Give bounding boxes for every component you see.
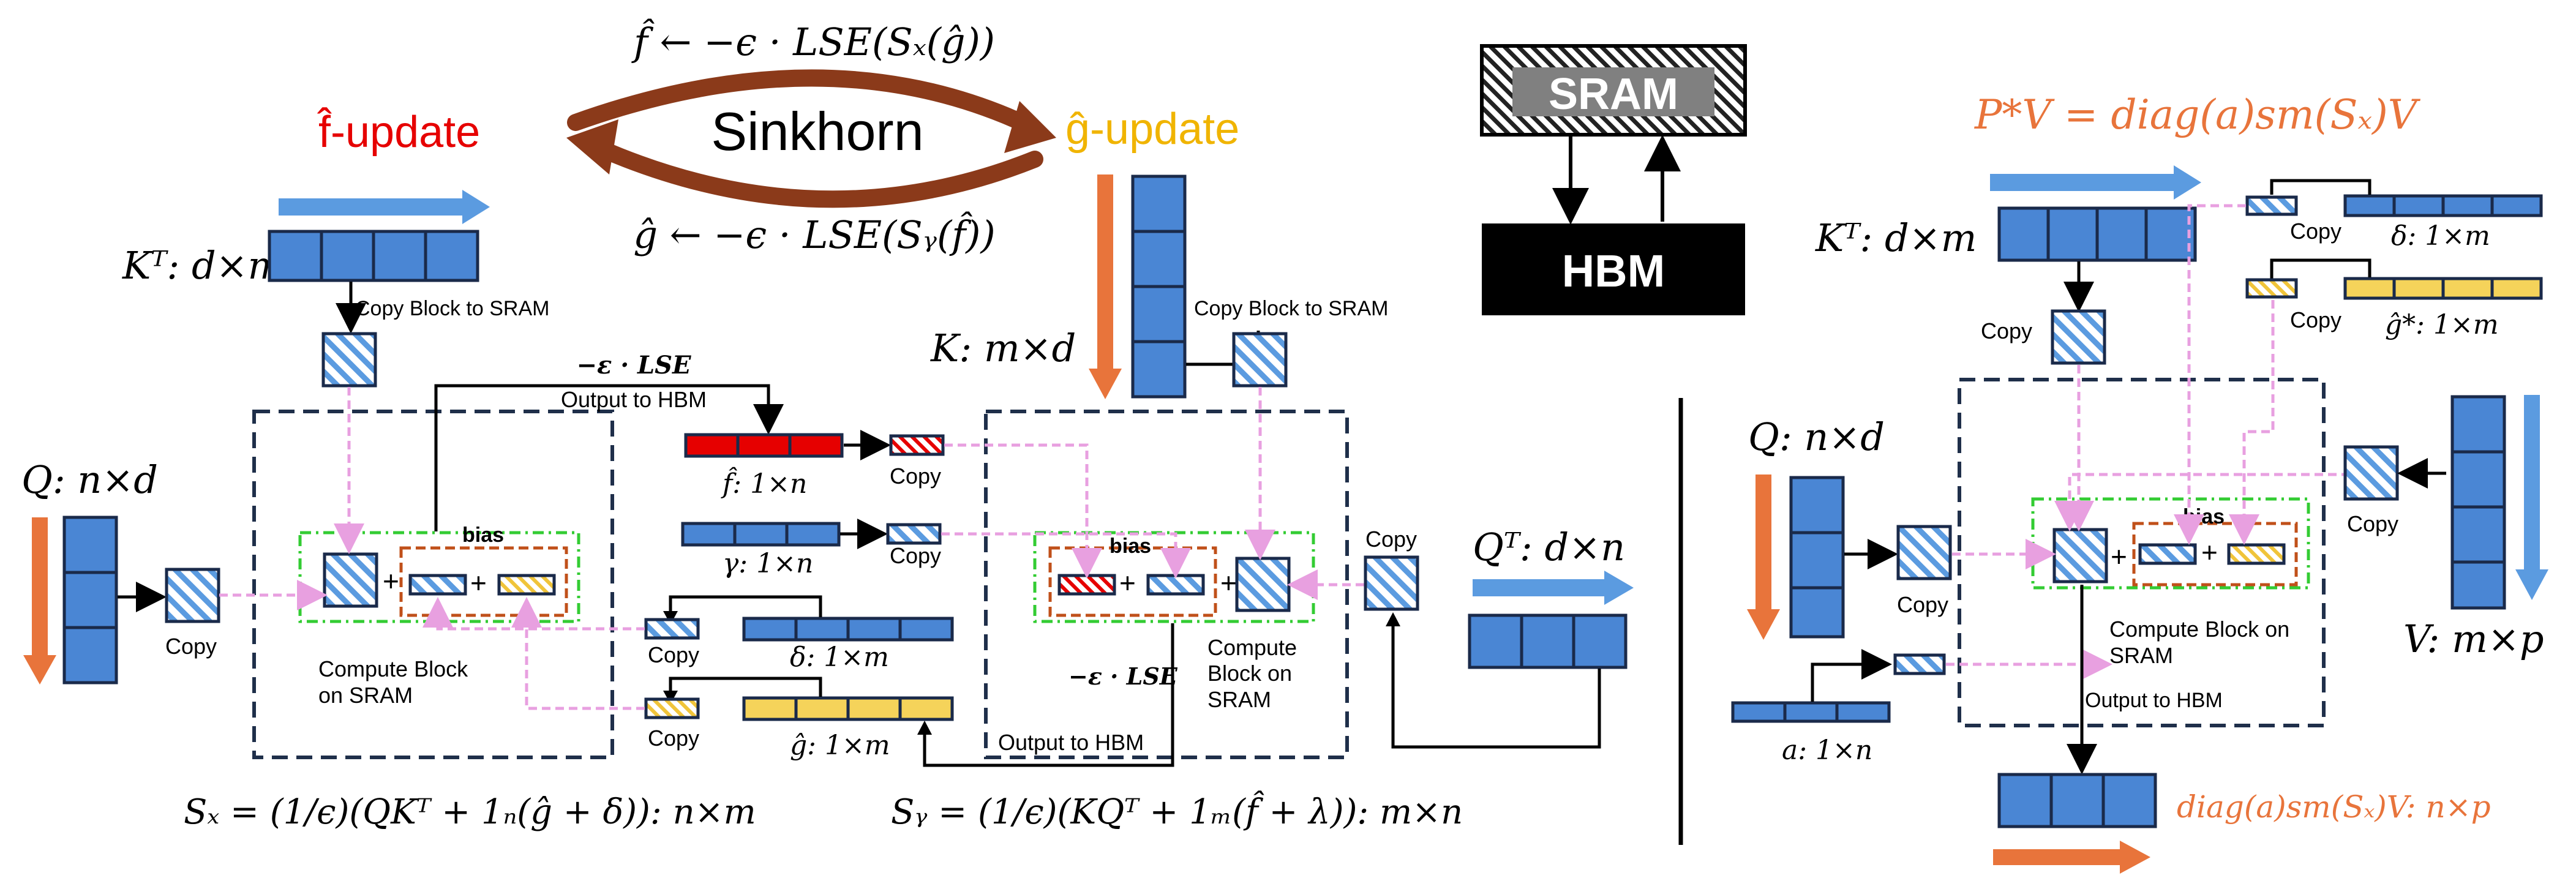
- copy-v-label: Copy: [2347, 511, 2398, 536]
- output-hbm-right: Output to HBM: [2085, 689, 2223, 712]
- qt-copy-block: [1364, 555, 1419, 611]
- g-vector: [742, 696, 954, 721]
- copy-block-label-1: Copy Block to SRAM: [355, 297, 549, 320]
- compute-label-2a: Compute: [1207, 635, 1297, 660]
- loop-arrow-bottom: [588, 138, 1043, 208]
- qt-matrix: [1468, 613, 1628, 669]
- copy-qt-label: Copy: [1365, 527, 1417, 552]
- k-copy-block-left: [1232, 332, 1288, 388]
- neg-lse-bottom: −ε · LSE: [1068, 662, 1178, 690]
- compute-label-1a: Compute Block: [318, 656, 468, 681]
- kt-matrix-right: [1997, 206, 2197, 262]
- right-panel: P*V = diag(a)sm(Sₓ)V Kᵀ: d×m Copy δ: 1×m…: [1731, 91, 2548, 874]
- loop-arrowhead-left: [566, 119, 618, 174]
- a-vector-label: a: 1×n: [1782, 735, 1872, 766]
- q-matrix-left: [62, 516, 118, 685]
- pv-title: P*V = diag(a)sm(Sₓ)V: [1974, 91, 2421, 138]
- svg-text:+: +: [1119, 567, 1136, 599]
- sram-label: SRAM: [1549, 70, 1678, 119]
- copy-gstar-label: Copy: [2290, 307, 2341, 332]
- result-matrix: [1997, 773, 2157, 828]
- qt-label: Qᵀ: d×n: [1473, 525, 1625, 569]
- loop-arrow-top: [567, 69, 1043, 137]
- copy-k-label-right: Copy: [1981, 318, 2032, 343]
- k-matrix-left: [1131, 174, 1187, 399]
- left-panel: Kᵀ: d×m Copy Block to SRAM Q: n×d Copy +…: [21, 174, 1634, 832]
- copy-g-label: Copy: [648, 726, 699, 751]
- a-vector: [1731, 701, 1891, 723]
- compute-label-2c: SRAM: [1207, 687, 1271, 712]
- copy-f-label: Copy: [890, 463, 941, 489]
- sram-region-1: [252, 410, 614, 759]
- copy-delta-label-left: Copy: [648, 642, 699, 667]
- compute-label-1b: on SRAM: [318, 683, 413, 708]
- sram-region-2: [984, 410, 1349, 759]
- compute-label-3b: SRAM: [2109, 643, 2173, 668]
- result-label: diag(a)sm(Sₓ)V: n×p: [2177, 789, 2491, 825]
- q-label-right: Q: n×d: [1748, 414, 1885, 459]
- output-hbm-top: Output to HBM: [561, 387, 707, 412]
- gamma-vector: [681, 522, 841, 547]
- sy-formula: Sᵧ = (1/ϵ)(KQᵀ + 1ₘ(f̂ + λ)): m×n: [891, 790, 1463, 832]
- f-vector-label: f̂: 1×n: [721, 466, 807, 500]
- q-copy-block-left: [165, 568, 220, 623]
- copy-block-label-2: Copy Block to SRAM: [1194, 297, 1388, 320]
- kt-label-right: Kᵀ: d×m: [1815, 216, 1977, 260]
- sinkhorn-loop: f̂ ← −ϵ · LSE(Sₓ(ĝ)) Sinkhorn f̂-update …: [317, 19, 1239, 257]
- output-hbm-bottom: Output to HBM: [998, 730, 1144, 755]
- bias-region-1: [399, 546, 568, 617]
- copy-delta-label-right: Copy: [2290, 219, 2341, 244]
- gstar-vector: [2343, 277, 2543, 300]
- v-label: V: m×p: [2403, 617, 2544, 661]
- bias-region-3: [2132, 522, 2298, 587]
- svg-text:+: +: [2111, 541, 2127, 572]
- delta-vector-left: [742, 617, 954, 642]
- loop-arrowhead-right: [1004, 101, 1056, 153]
- compute-region-2: [1033, 531, 1315, 623]
- q-label-left: Q: n×d: [21, 457, 158, 502]
- sinkhorn-title: Sinkhorn: [711, 101, 923, 162]
- g-update-equation: ĝ ← −ϵ · LSE(Sᵧ(f̂)): [633, 212, 995, 257]
- copy-gamma-label: Copy: [890, 543, 941, 568]
- bias-region-2: [1048, 546, 1217, 617]
- g-update-label: ĝ-update: [1065, 105, 1239, 154]
- copy-q-label: Copy: [165, 634, 217, 659]
- g-vector-label: ĝ: 1×m: [790, 730, 890, 761]
- f-vector: [684, 433, 844, 458]
- bias-label-2: bias: [1110, 535, 1151, 558]
- k-label-left: K: m×d: [930, 326, 1076, 370]
- bias-label-1: bias: [462, 523, 504, 547]
- q-matrix-right: [1789, 476, 1845, 639]
- delta-vector-label-left: δ: 1×m: [790, 642, 889, 673]
- f-update-equation: f̂ ← −ϵ · LSE(Sₓ(ĝ)): [631, 19, 995, 64]
- kt-matrix-left: [268, 230, 479, 282]
- kt-copy-block-left: [321, 332, 377, 388]
- f-update-label: f̂-update: [317, 107, 480, 157]
- delta-vector-right: [2343, 194, 2543, 217]
- gamma-vector-label: γ: 1×n: [723, 548, 813, 579]
- compute-label-2b: Block on: [1207, 661, 1292, 686]
- copy-q-label-right: Copy: [1897, 592, 1948, 617]
- svg-text:+: +: [2201, 536, 2218, 568]
- memory-hierarchy: SRAM HBM: [1480, 44, 1747, 315]
- svg-text:+: +: [470, 567, 487, 599]
- kt-label-left: Kᵀ: d×m: [122, 243, 284, 288]
- neg-lse-top: −ε · LSE: [576, 351, 691, 380]
- hbm-block: [1482, 223, 1745, 315]
- compute-label-3a: Compute Block on: [2109, 617, 2289, 642]
- delta-vector-label-right: δ: 1×m: [2391, 220, 2490, 252]
- svg-text:+: +: [383, 565, 399, 597]
- svg-text:+: +: [1220, 567, 1237, 599]
- gstar-vector-label: ĝ*: 1×m: [2385, 309, 2499, 340]
- sram-region-3: [1958, 378, 2326, 727]
- hbm-label: HBM: [1562, 246, 1665, 296]
- v-matrix: [2450, 395, 2506, 610]
- sx-formula: Sₓ = (1/ϵ)(QKᵀ + 1ₙ(ĝ + δ)): n×m: [184, 792, 756, 832]
